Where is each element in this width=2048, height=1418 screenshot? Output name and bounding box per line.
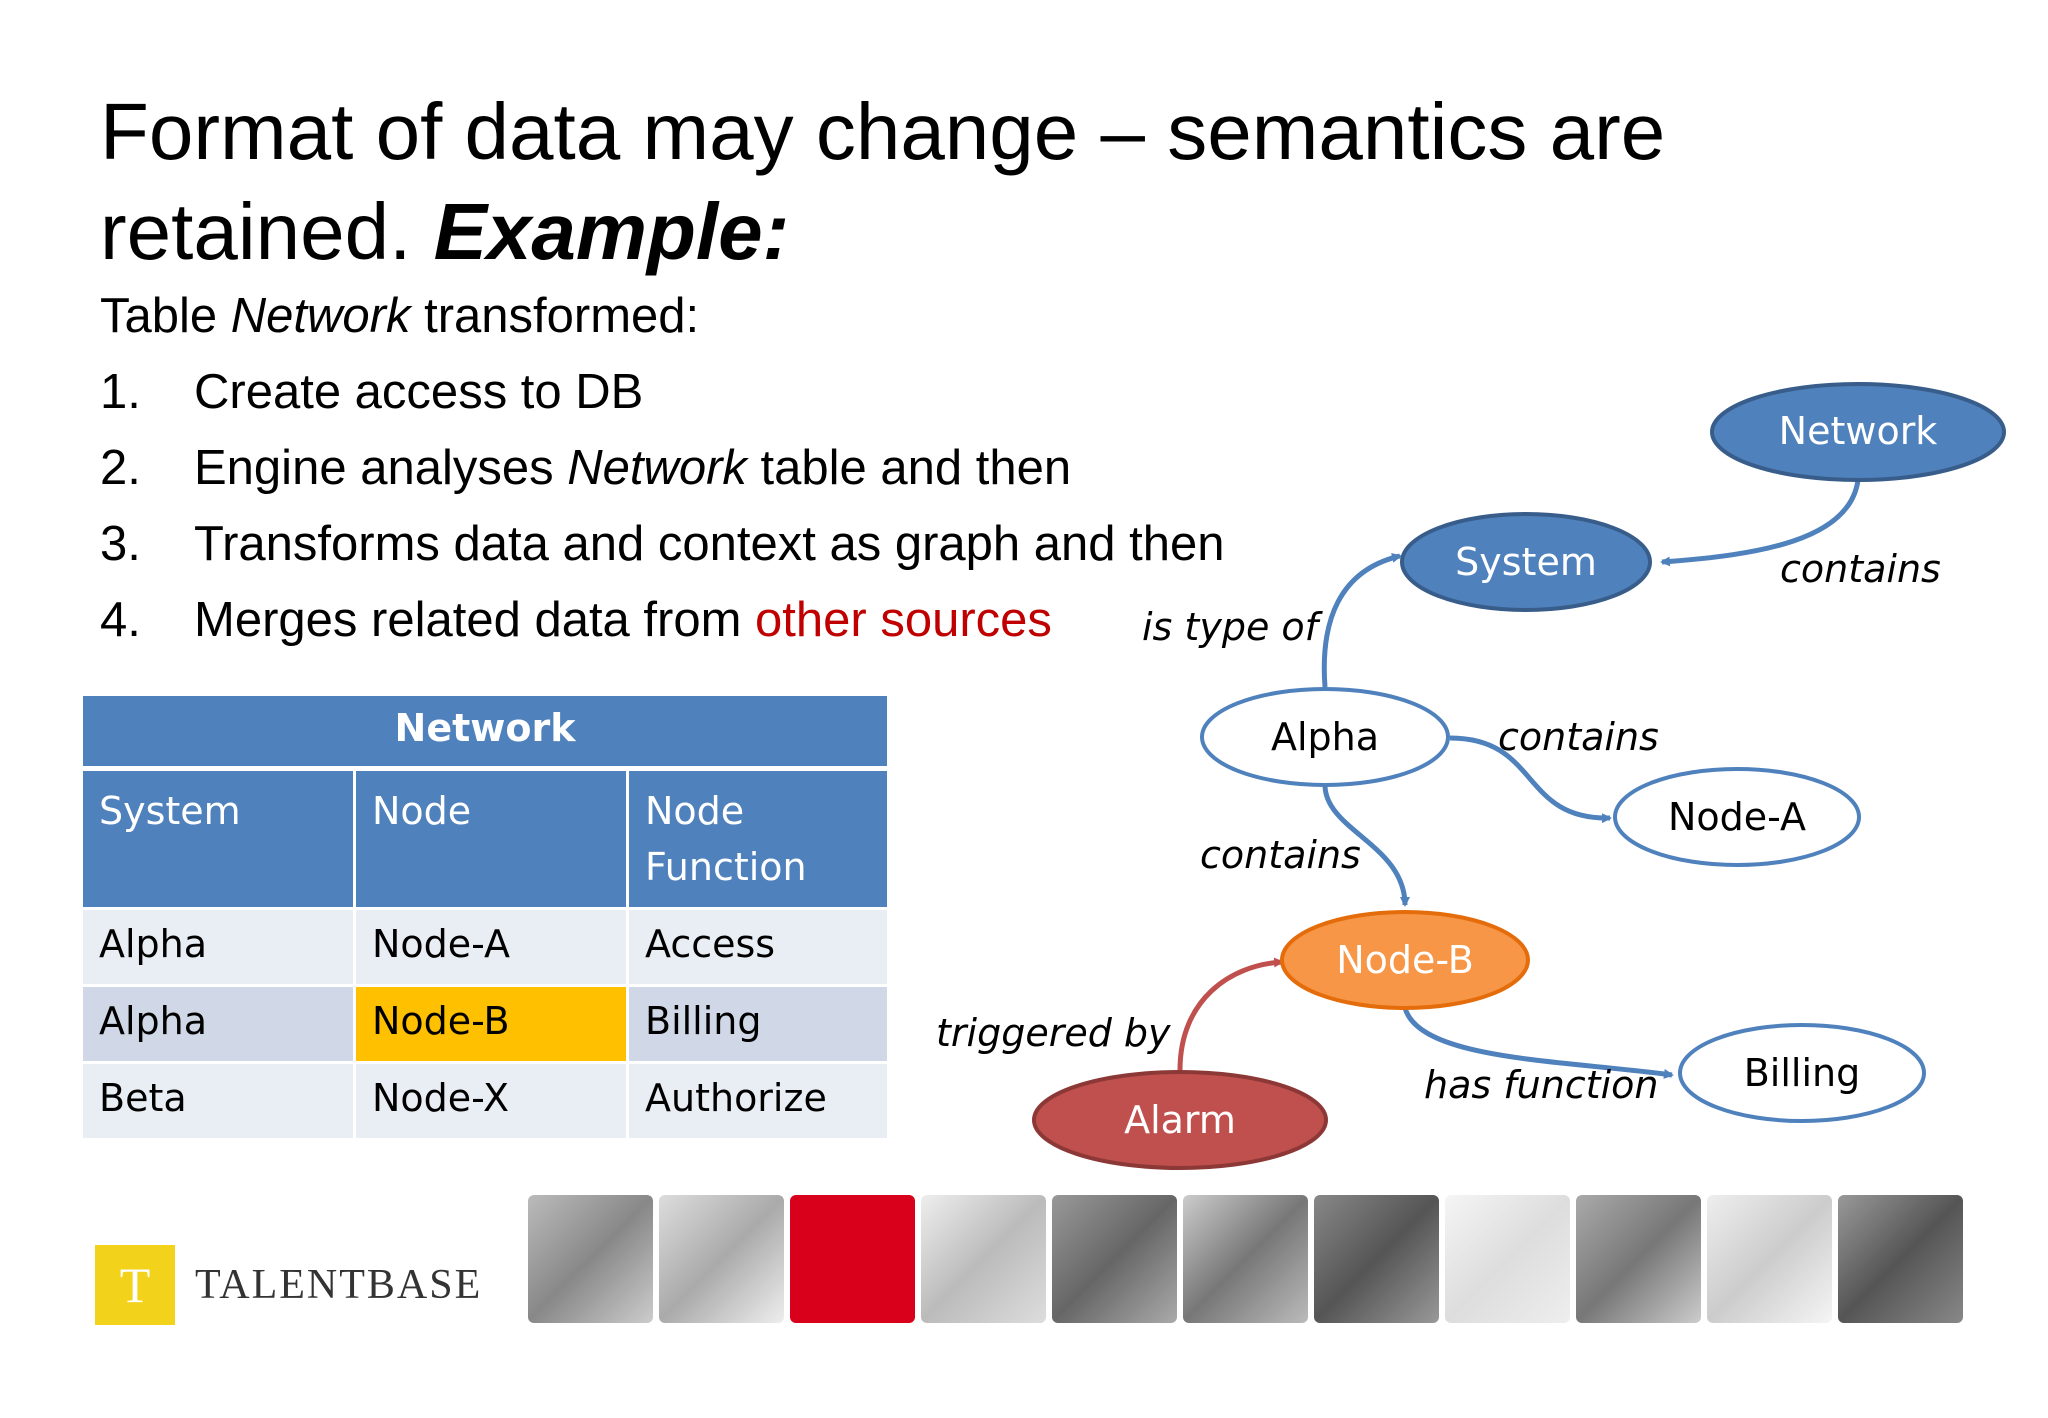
table-cell: Node-X — [353, 1061, 629, 1141]
step-text-emphasis: Network — [567, 441, 747, 495]
photo-tile — [1183, 1195, 1308, 1323]
node-node-a: Node-A — [1613, 767, 1861, 867]
slide-title: Format of data may change – semantics ar… — [100, 82, 1665, 282]
other-sources-highlight: other sources — [755, 593, 1052, 647]
node-network: Network — [1710, 382, 2006, 482]
step-number: 2. — [100, 441, 141, 495]
table-cell: Beta — [80, 1061, 356, 1141]
logo-mark: T — [95, 1245, 175, 1325]
table-cell: Node-A — [353, 907, 629, 987]
photo-tile — [1576, 1195, 1701, 1323]
node-alarm-label: Alarm — [1124, 1098, 1236, 1142]
label-alarm-node-b: triggered by — [936, 1011, 1171, 1055]
table-cell: Alpha — [80, 984, 356, 1064]
photo-tile — [1707, 1195, 1832, 1323]
step-text-post: table and then — [746, 441, 1072, 495]
step-text: Merges related data from other sources — [194, 590, 1052, 666]
node-alpha: Alpha — [1200, 687, 1450, 787]
title-emphasis: Example: — [433, 187, 790, 276]
intro-text: Table Network transformed: — [100, 286, 699, 346]
edge-node-b-billing — [1402, 1007, 1674, 1079]
photo-tile — [921, 1195, 1046, 1323]
node-node-b: Node-B — [1280, 910, 1530, 1010]
steps-list: 1. Create access to DB 2. Engine analyse… — [100, 362, 1225, 666]
photo-tile — [659, 1195, 784, 1323]
table-row: Beta Node-X Authorize — [80, 1061, 890, 1141]
step-text-pre: Engine analyses — [194, 441, 568, 495]
table-header-row: System Node Node Function — [80, 767, 890, 910]
photo-tile — [1445, 1195, 1570, 1323]
title-line-2: retained. — [100, 187, 434, 276]
table-cell: Access — [626, 907, 890, 987]
node-billing: Billing — [1678, 1023, 1926, 1123]
photo-tile — [528, 1195, 653, 1323]
step-item: 4. Merges related data from other source… — [100, 590, 1225, 666]
table-cell: Authorize — [626, 1061, 890, 1141]
photo-strip — [528, 1195, 1963, 1323]
step-item: 3. Transforms data and context as graph … — [100, 514, 1225, 590]
network-table: Network System Node Node Function Alpha … — [80, 693, 890, 1141]
table-caption: Network — [80, 693, 890, 771]
table-cell: Billing — [626, 984, 890, 1064]
label-alpha-system: is type of — [1142, 605, 1324, 649]
node-network-label: Network — [1779, 409, 1938, 453]
table-cell-highlighted: Node-B — [353, 984, 629, 1064]
edge-alpha-node-a — [1449, 735, 1612, 824]
photo-tile — [1838, 1195, 1963, 1323]
logo-name: TALENTBASE — [195, 1262, 483, 1308]
intro-suffix: transformed: — [410, 289, 700, 343]
step-number: 4. — [100, 593, 141, 647]
edge-alarm-node-b — [1177, 957, 1284, 1071]
label-network-system: contains — [1780, 547, 1941, 591]
edge-alpha-node-b — [1322, 784, 1410, 907]
node-system-label: System — [1455, 540, 1597, 584]
node-billing-label: Billing — [1744, 1051, 1861, 1095]
table-row: Alpha Node-B Billing — [80, 984, 890, 1064]
intro-emphasis: Network — [230, 289, 411, 343]
step-number: 3. — [100, 517, 141, 571]
talentbase-logo: T TALENTBASE — [95, 1245, 482, 1325]
header-system: System — [80, 767, 356, 910]
photo-tile-red — [790, 1195, 915, 1323]
label-alpha-node-b: contains — [1200, 833, 1361, 877]
step-item: 2. Engine analyses Network table and the… — [100, 438, 1225, 514]
node-alpha-label: Alpha — [1271, 715, 1379, 759]
node-alarm: Alarm — [1032, 1070, 1328, 1170]
edge-network-system — [1660, 479, 1861, 567]
photo-tile — [1052, 1195, 1177, 1323]
node-node-b-label: Node-B — [1336, 938, 1474, 982]
intro-prefix: Table — [100, 289, 231, 343]
photo-tile — [1314, 1195, 1439, 1323]
node-system: System — [1400, 512, 1652, 612]
step-text-pre: Merges related data from — [194, 593, 756, 647]
step-text: Transforms data and context as graph and… — [194, 517, 1225, 571]
header-node: Node — [353, 767, 629, 910]
step-item: 1. Create access to DB — [100, 362, 1225, 438]
label-node-b-billing: has function — [1424, 1063, 1658, 1107]
title-line-1: Format of data may change – semantics ar… — [100, 87, 1666, 176]
step-number: 1. — [100, 365, 141, 419]
node-node-a-label: Node-A — [1668, 795, 1806, 839]
step-text: Engine analyses Network table and then — [194, 438, 1071, 514]
step-text: Create access to DB — [194, 365, 644, 419]
label-alpha-node-a: contains — [1498, 715, 1659, 759]
edge-alpha-system — [1321, 552, 1402, 688]
header-node-function: Node Function — [626, 767, 890, 910]
table-row: Alpha Node-A Access — [80, 907, 890, 987]
table-cell: Alpha — [80, 907, 356, 987]
